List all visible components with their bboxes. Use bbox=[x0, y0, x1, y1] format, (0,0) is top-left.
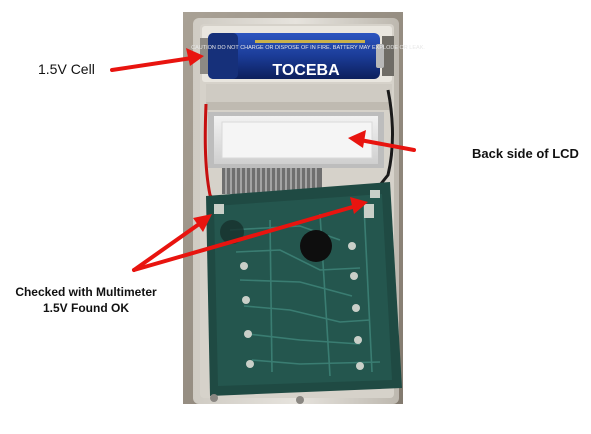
arrow-to-black-wire-pad bbox=[132, 204, 358, 272]
battery-brand-text: TOCEBA bbox=[272, 62, 340, 79]
aa-battery: CAUTION DO NOT CHARGE OR DISPOSE OF IN F… bbox=[191, 33, 425, 79]
battery-warning-text: CAUTION DO NOT CHARGE OR DISPOSE OF IN F… bbox=[191, 45, 425, 51]
arrow-to-lcd bbox=[358, 138, 416, 152]
arrow-to-red-wire-pad bbox=[132, 220, 204, 272]
multimeter-callout-line1: Checked with Multimeter bbox=[15, 285, 157, 299]
chip-blob bbox=[300, 230, 332, 262]
multimeter-callout-line2: 1.5V Found OK bbox=[42, 301, 129, 315]
circuit-board bbox=[206, 182, 402, 396]
lcd-callout-label: Back side of LCD bbox=[472, 146, 579, 161]
battery-callout-label: 1.5V Cell bbox=[38, 61, 95, 77]
annotation-arrows bbox=[110, 48, 416, 272]
black-wire bbox=[378, 89, 394, 186]
multimeter-callout-label: Checked with Multimeter 1.5V Found OK bbox=[6, 284, 166, 316]
arrow-to-battery bbox=[110, 56, 194, 72]
red-wire bbox=[203, 103, 220, 206]
